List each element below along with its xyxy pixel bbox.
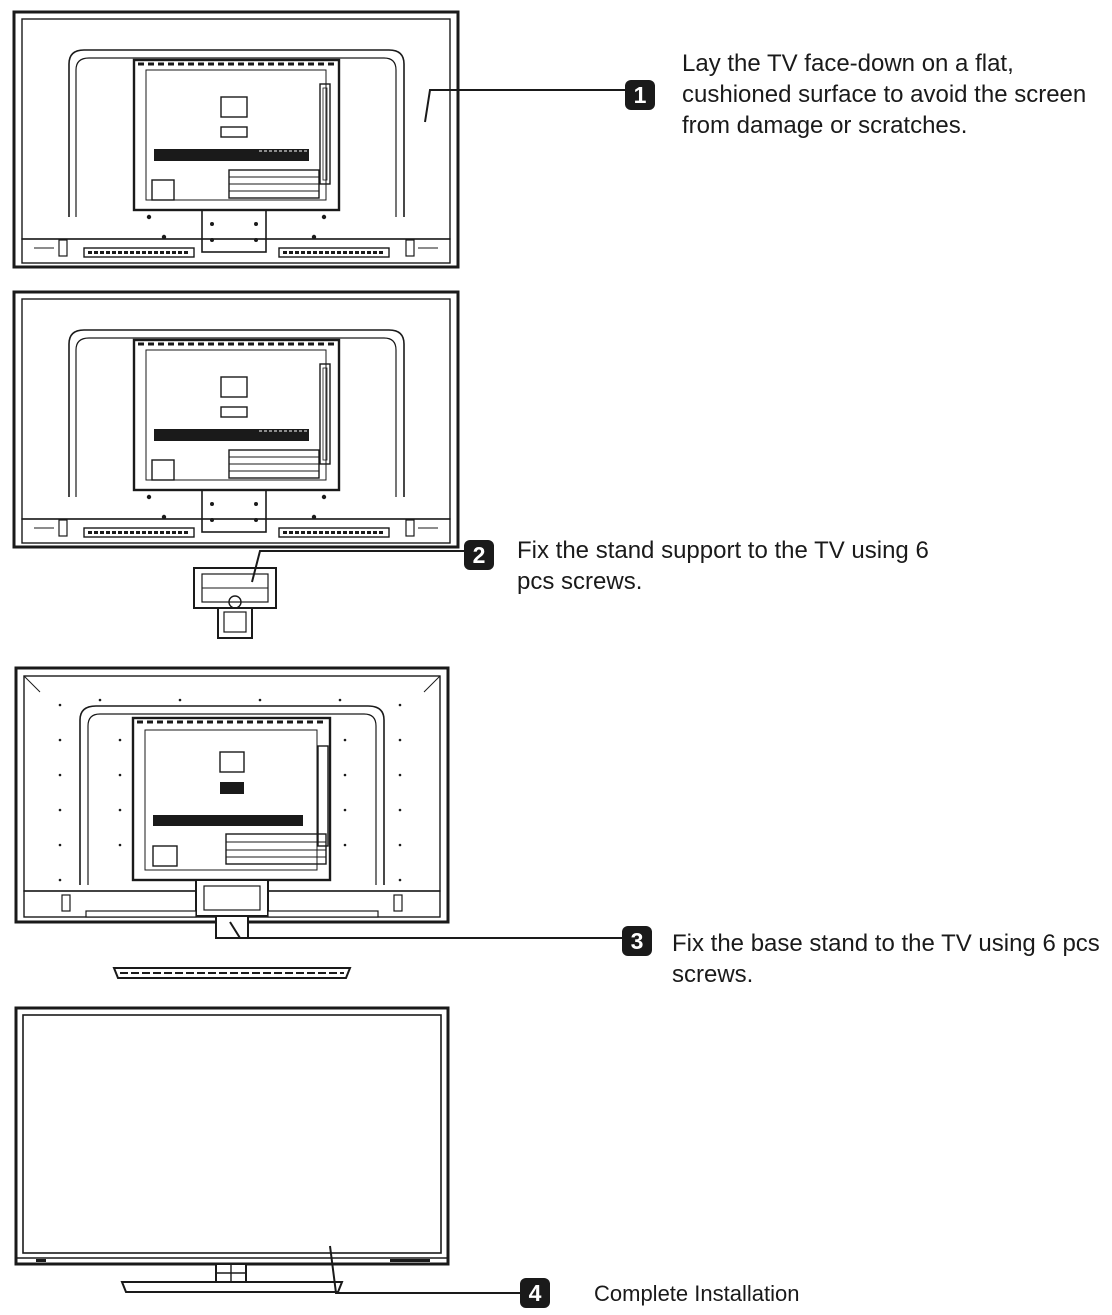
step-number-badge-1: 1	[625, 80, 655, 110]
step-number-badge-2: 2	[464, 540, 494, 570]
tv-back-step1	[12, 10, 460, 269]
tv-back-step3	[14, 666, 450, 939]
base-stand	[112, 967, 352, 979]
stand-support	[193, 567, 277, 639]
step-4-text: Complete Installation	[594, 1281, 800, 1306]
step-2-text: Fix the stand support to the TV using 6 …	[517, 537, 929, 595]
leader-line-step3	[229, 921, 626, 939]
step-1-text: Lay the TV face-down on a flat, cushione…	[682, 50, 1087, 139]
leader-line-step2	[251, 550, 466, 583]
step-number-badge-4: 4	[520, 1278, 550, 1308]
tv-back-step2	[12, 290, 460, 549]
step-3-text: Fix the base stand to the TV using 6 pcs…	[672, 930, 1100, 988]
step-number-badge-3: 3	[622, 926, 652, 956]
leader-line-step1	[424, 89, 628, 123]
tv-front-step4	[14, 1006, 450, 1293]
leader-line-step4	[329, 1245, 522, 1294]
